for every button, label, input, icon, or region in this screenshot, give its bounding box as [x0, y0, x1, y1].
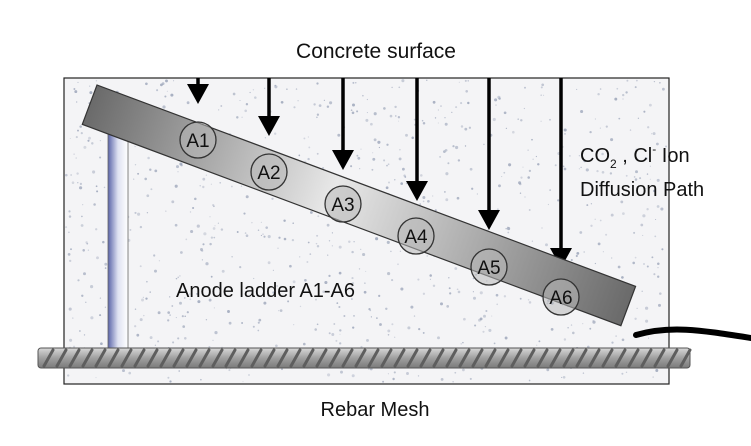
rebar-rib: [510, 348, 523, 368]
diffusion-arrow-head: [406, 181, 428, 201]
rebar-rib: [198, 348, 211, 368]
concrete-surface-label: Concrete surface: [296, 40, 456, 63]
diffusion-arrow-head: [478, 210, 500, 230]
rebar-bar: [37, 347, 692, 369]
rebar-rib: [432, 348, 445, 368]
rebar-rib: [393, 348, 406, 368]
rebar-rib: [588, 348, 601, 368]
anode-label: A6: [549, 288, 572, 309]
rebar-rib: [614, 348, 627, 368]
anode-ladder-label: Anode ladder A1-A6: [176, 280, 355, 302]
anode-circle: [397, 217, 435, 255]
rebar-rib: [328, 348, 341, 368]
rebar-rib: [666, 348, 679, 368]
rebar-rib: [354, 348, 367, 368]
rebar-rib: [640, 348, 653, 368]
anode-label: A1: [186, 131, 209, 152]
rebar-rib: [133, 348, 146, 368]
diffusion-label-line2: Diffusion Path: [580, 179, 704, 201]
rebar-rib: [471, 348, 484, 368]
rebar-rib: [289, 348, 302, 368]
rebar-rib: [380, 348, 393, 368]
rebar-rib: [653, 348, 666, 368]
rebar-rib: [172, 348, 185, 368]
rebar-rib: [458, 348, 471, 368]
rebar-rib: [341, 348, 354, 368]
rebar-rib: [55, 348, 68, 368]
rebar-rib: [224, 348, 237, 368]
rebar-rib: [237, 348, 250, 368]
anode-label: A2: [257, 163, 280, 184]
rebar-rib: [211, 348, 224, 368]
rebar-rib: [419, 348, 432, 368]
rebar-rib: [523, 348, 536, 368]
rebar-rib: [94, 348, 107, 368]
diffusion-arrows: [187, 78, 572, 268]
rebar-rib: [562, 348, 575, 368]
rebar-mesh-label: Rebar Mesh: [321, 399, 430, 421]
rebar-rib: [42, 348, 55, 368]
rebar-rib: [679, 348, 692, 368]
rebar-rib: [185, 348, 198, 368]
rebar-rib: [81, 348, 94, 368]
rebar-rib: [107, 348, 120, 368]
rebar-rib: [627, 348, 640, 368]
anode-label: A5: [477, 258, 500, 279]
rebar-rib: [146, 348, 159, 368]
rebar-rib: [601, 348, 614, 368]
rebar-rib: [302, 348, 315, 368]
rebar-rib: [406, 348, 419, 368]
anode-label: A3: [331, 195, 354, 216]
rebar-rib: [536, 348, 549, 368]
rebar-rib: [250, 348, 263, 368]
anode-label: A4: [404, 227, 428, 248]
anode-circle: [250, 153, 288, 191]
rebar-rib: [549, 348, 562, 368]
rebar-rib: [68, 348, 81, 368]
rebar-rib: [484, 348, 497, 368]
anode-circle: [179, 121, 217, 159]
diffusion-arrow-head: [258, 116, 280, 136]
anode-circle: [470, 248, 508, 286]
rebar-rib: [497, 348, 510, 368]
lead-cable: [633, 326, 751, 341]
rebar-rib: [315, 348, 328, 368]
rebar-rib: [120, 348, 133, 368]
anode-circle: [324, 185, 362, 223]
rebar-rib: [575, 348, 588, 368]
rebar-rib: [276, 348, 289, 368]
diffusion-arrow-head: [332, 150, 354, 170]
anode-circle: [542, 278, 580, 316]
rebar-rib: [367, 348, 380, 368]
rebar-rib: [445, 348, 458, 368]
diffusion-arrow-head: [187, 84, 209, 104]
support-post: [107, 111, 129, 353]
rebar-rib: [159, 348, 172, 368]
diffusion-label-line1: CO2 , Cl- Ion: [580, 142, 690, 171]
rebar-rib: [263, 348, 276, 368]
